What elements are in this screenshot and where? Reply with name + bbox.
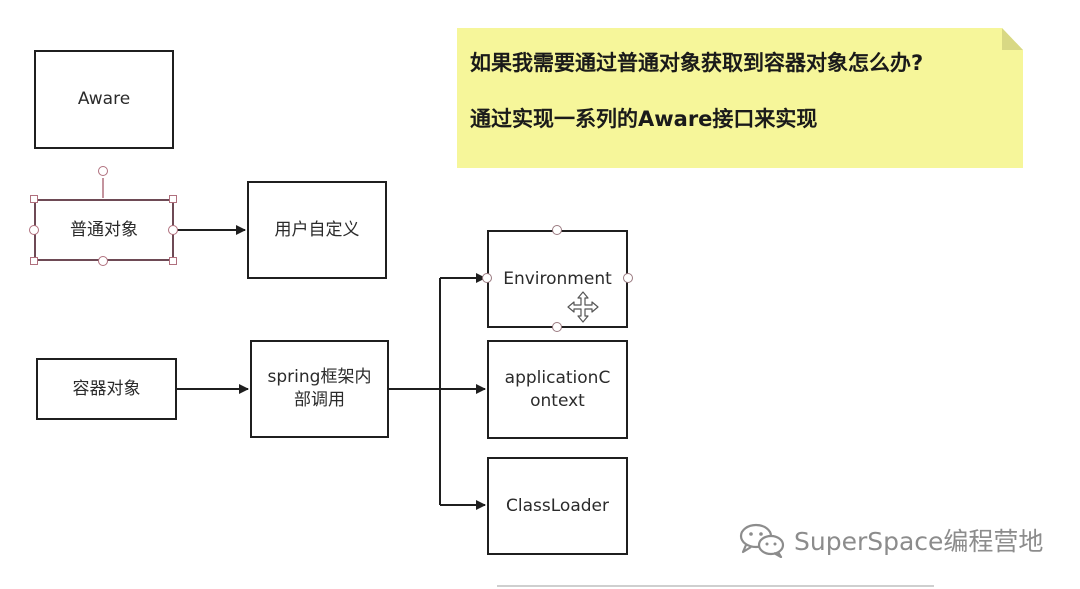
node-spring-internal-line1: spring框架内 xyxy=(267,367,372,387)
move-cursor-icon xyxy=(567,291,599,323)
connect-point-left[interactable] xyxy=(29,225,39,235)
rotate-handle[interactable] xyxy=(98,166,108,176)
node-container-object-label: 容器对象 xyxy=(72,378,141,399)
env-connect-point-top[interactable] xyxy=(552,225,562,235)
resize-handle-top-right[interactable] xyxy=(169,195,177,203)
watermark-text: SuperSpace编程营地 xyxy=(794,527,1044,556)
node-user-defined-label: 用户自定义 xyxy=(274,219,360,240)
env-connect-point-right[interactable] xyxy=(623,273,633,283)
watermark: SuperSpace编程营地 xyxy=(738,522,1043,558)
bottom-divider xyxy=(497,585,934,587)
wechat-icon xyxy=(739,523,785,558)
node-container-object[interactable]: 容器对象 xyxy=(36,358,177,420)
resize-handle-bottom-right[interactable] xyxy=(169,257,177,265)
node-application-context-text: applicationC ontext xyxy=(505,367,611,413)
connect-point-right[interactable] xyxy=(168,225,178,235)
node-spring-internal[interactable]: spring框架内 部调用 xyxy=(250,340,389,438)
node-ordinary-object[interactable]: 普通对象 xyxy=(34,199,174,261)
node-aware[interactable]: Aware xyxy=(34,50,174,149)
node-ordinary-object-label: 普通对象 xyxy=(70,219,138,240)
node-spring-internal-line2: 部调用 xyxy=(294,390,345,410)
env-connect-point-bottom[interactable] xyxy=(552,322,562,332)
resize-handle-top-left[interactable] xyxy=(30,195,38,203)
node-application-context-line1: applicationC xyxy=(504,367,611,388)
connect-point-bottom[interactable] xyxy=(98,256,108,266)
node-user-defined[interactable]: 用户自定义 xyxy=(247,181,387,279)
env-connect-point-left[interactable] xyxy=(482,273,492,283)
node-application-context-line2: ontext xyxy=(530,390,585,411)
node-environment-label: Environment xyxy=(503,268,612,289)
node-aware-label: Aware xyxy=(77,89,131,109)
node-class-loader[interactable]: ClassLoader xyxy=(487,457,628,555)
note-question: 如果我需要通过普通对象获取到容器对象怎么办? xyxy=(470,51,924,75)
node-spring-internal-text: spring框架内 部调用 xyxy=(268,366,372,412)
note-answer: 通过实现一系列的Aware接口来实现 xyxy=(470,107,818,131)
sticky-note[interactable] xyxy=(457,28,1023,168)
node-environment[interactable]: Environment xyxy=(487,230,628,328)
node-application-context[interactable]: applicationC ontext xyxy=(487,340,628,439)
node-class-loader-label: ClassLoader xyxy=(506,495,609,516)
resize-handle-bottom-left[interactable] xyxy=(30,257,38,265)
